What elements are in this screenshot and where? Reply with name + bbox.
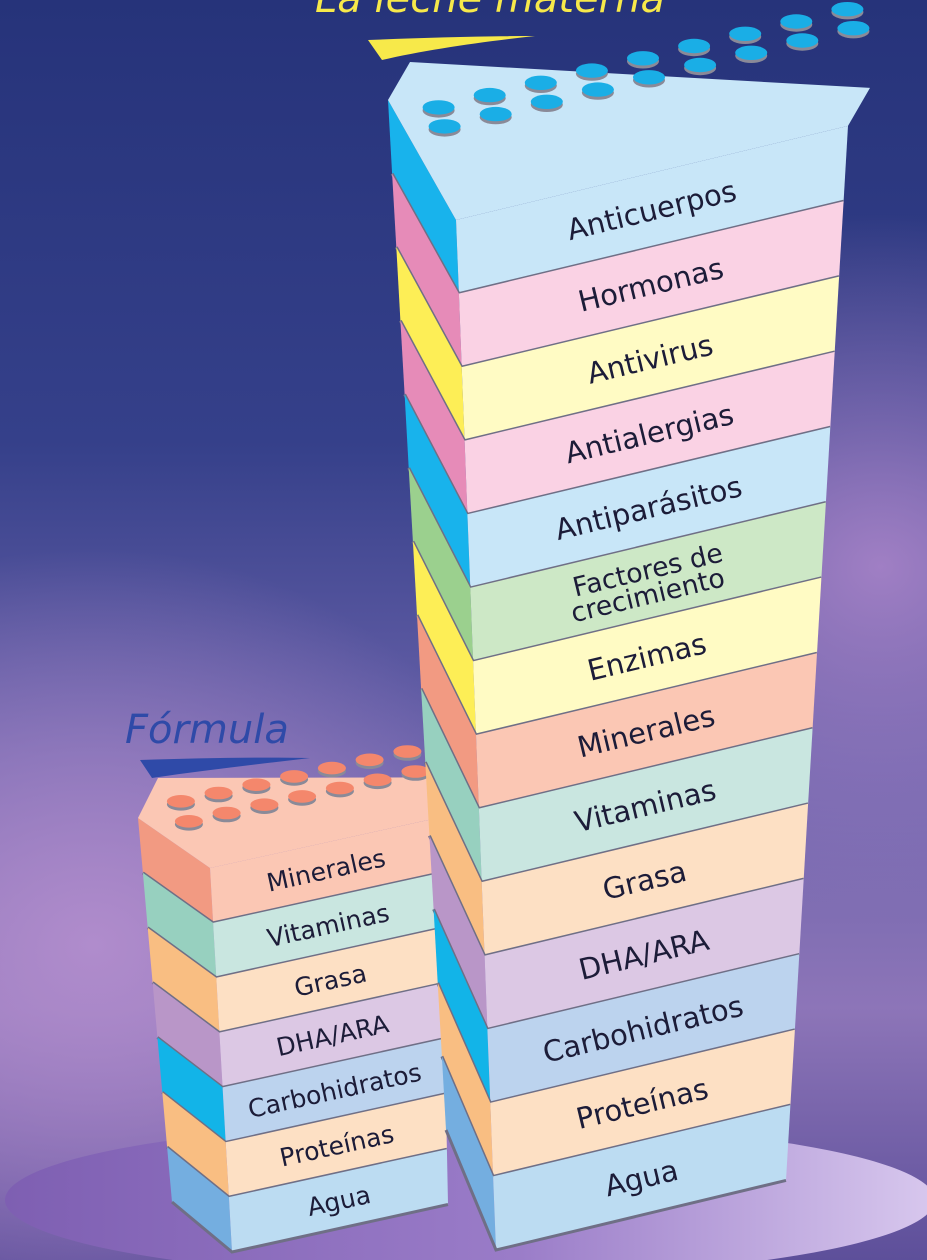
formula-stud-top <box>325 781 354 795</box>
milk-stud-top <box>678 38 711 54</box>
formula-brick-minerales-side <box>138 818 214 923</box>
formula-stud-top <box>204 786 233 800</box>
formula-brick-vitaminas-side <box>142 872 217 978</box>
formula-brick-dha-ara: DHA/ARA <box>152 982 445 1090</box>
milk-brick-antivirus-side <box>396 247 465 441</box>
milk-brick-antialergias-front <box>464 351 835 515</box>
formula-brick-proteinas-front <box>225 1093 447 1198</box>
formula-stud-top <box>288 790 317 803</box>
milk-stud-top <box>627 51 659 66</box>
formula-brick-vitaminas-front <box>213 872 443 978</box>
milk-brick-enzimas-front <box>473 577 822 735</box>
milk-brick-hormonas-front <box>458 201 844 368</box>
formula-stud-top <box>212 806 241 820</box>
formula-brick-agua-front <box>228 1149 448 1252</box>
formula-stud-top <box>250 798 279 811</box>
formula-brick-grasa-side <box>147 927 220 1033</box>
formula-brick-agua: Agua <box>167 1147 449 1254</box>
milk-brick-agua-front <box>493 1105 791 1250</box>
formula-brick-minerales-front <box>210 817 442 923</box>
milk-brick-anticuerpos-side <box>388 100 459 294</box>
breast-milk-title: La leche materna <box>315 0 665 22</box>
milk-brick-carbohidratos-side <box>433 909 491 1103</box>
formula-stud-top <box>166 795 195 808</box>
milk-brick-antiparasitos-side <box>404 394 471 588</box>
milk-stud-top <box>473 87 506 103</box>
formula-brick-agua-seam <box>171 1200 449 1254</box>
milk-brick-antialergias-side <box>400 320 468 515</box>
formula-brick-dha-ara-front <box>219 983 445 1088</box>
milk-brick-agua-seam <box>444 1129 787 1252</box>
milk-stud-top <box>530 94 563 110</box>
milk-stud-top <box>735 45 768 60</box>
formula-brick-proteinas: Proteínas <box>162 1092 448 1199</box>
breast-milk-title-swoosh <box>368 36 535 60</box>
milk-brick-factores-de-crecimiento-front <box>470 502 826 662</box>
milk-brick-grasa-side <box>425 762 485 956</box>
milk-stud-top <box>581 82 614 97</box>
milk-brick-grasa: Grasa <box>425 762 809 958</box>
milk-stud-top <box>786 33 819 48</box>
milk-brick-factores-de-crecimiento-side <box>408 467 474 662</box>
formula-stud-top <box>393 745 422 758</box>
formula-title: Fórmula <box>125 707 289 753</box>
milk-stud-top <box>422 100 455 115</box>
formula-tower: MineralesVitaminasGrasaDHA/ARACarbohidra… <box>138 736 468 1254</box>
formula-stud-top <box>401 765 430 778</box>
breast-milk-tower: AnticuerposHormonasAntivirusAntialergias… <box>388 2 870 1252</box>
milk-top-face <box>388 62 870 220</box>
milk-brick-antivirus: Antivirus <box>396 247 840 443</box>
formula-stud-top <box>242 778 271 791</box>
milk-brick-vitaminas-side <box>421 688 482 883</box>
milk-stud-top <box>729 26 762 41</box>
formula-stud-top <box>280 770 309 783</box>
milk-stud-top <box>633 70 665 85</box>
milk-stud-top <box>575 63 608 78</box>
milk-stud-top <box>524 75 557 91</box>
milk-stud-top <box>684 57 717 73</box>
milk-brick-dha-ara-front <box>484 879 804 1030</box>
milk-stud-top <box>428 119 461 134</box>
milk-brick-hormonas-side <box>392 173 462 368</box>
formula-brick-proteinas-side <box>162 1092 229 1198</box>
formula-stud-top <box>174 815 203 828</box>
milk-brick-antiparasitos-front <box>467 427 831 588</box>
formula-brick-carbohidratos-front <box>222 1038 446 1143</box>
milk-stud-top <box>837 21 870 36</box>
milk-brick-minerales-side <box>417 615 479 809</box>
milk-brick-carbohidratos-front <box>487 954 800 1103</box>
formula-stud-top <box>355 753 384 767</box>
milk-brick-vitaminas-front <box>478 728 813 883</box>
milk-brick-agua-side <box>441 1056 496 1250</box>
formula-brick-carbohidratos-side <box>157 1037 226 1143</box>
milk-studs <box>422 2 870 137</box>
formula-stud-top <box>363 773 392 787</box>
milk-brick-dha-ara-side <box>429 835 488 1030</box>
milk-brick-minerales-front <box>476 653 817 809</box>
formula-title-swoosh <box>140 757 310 778</box>
formula-stud-top <box>317 761 346 775</box>
milk-stud-top <box>479 106 512 122</box>
milk-stud-top <box>780 14 813 29</box>
milk-brick-proteinas-side <box>437 982 494 1177</box>
milk-stud-top <box>831 2 864 17</box>
formula-brick-grasa-front <box>216 928 444 1033</box>
milk-brick-antivirus-front <box>461 276 840 441</box>
milk-brick-hormonas: Hormonas <box>392 173 844 369</box>
milk-brick-grasa-front <box>481 803 809 956</box>
formula-brick-dha-ara-side <box>152 982 223 1088</box>
milk-brick-proteinas-front <box>490 1029 795 1177</box>
milk-brick-enzimas-side <box>412 541 476 735</box>
formula-brick-agua-side <box>167 1147 232 1252</box>
milk-brick-anticuerpos-front <box>456 125 848 294</box>
milk-brick-agua: Agua <box>441 1056 791 1252</box>
